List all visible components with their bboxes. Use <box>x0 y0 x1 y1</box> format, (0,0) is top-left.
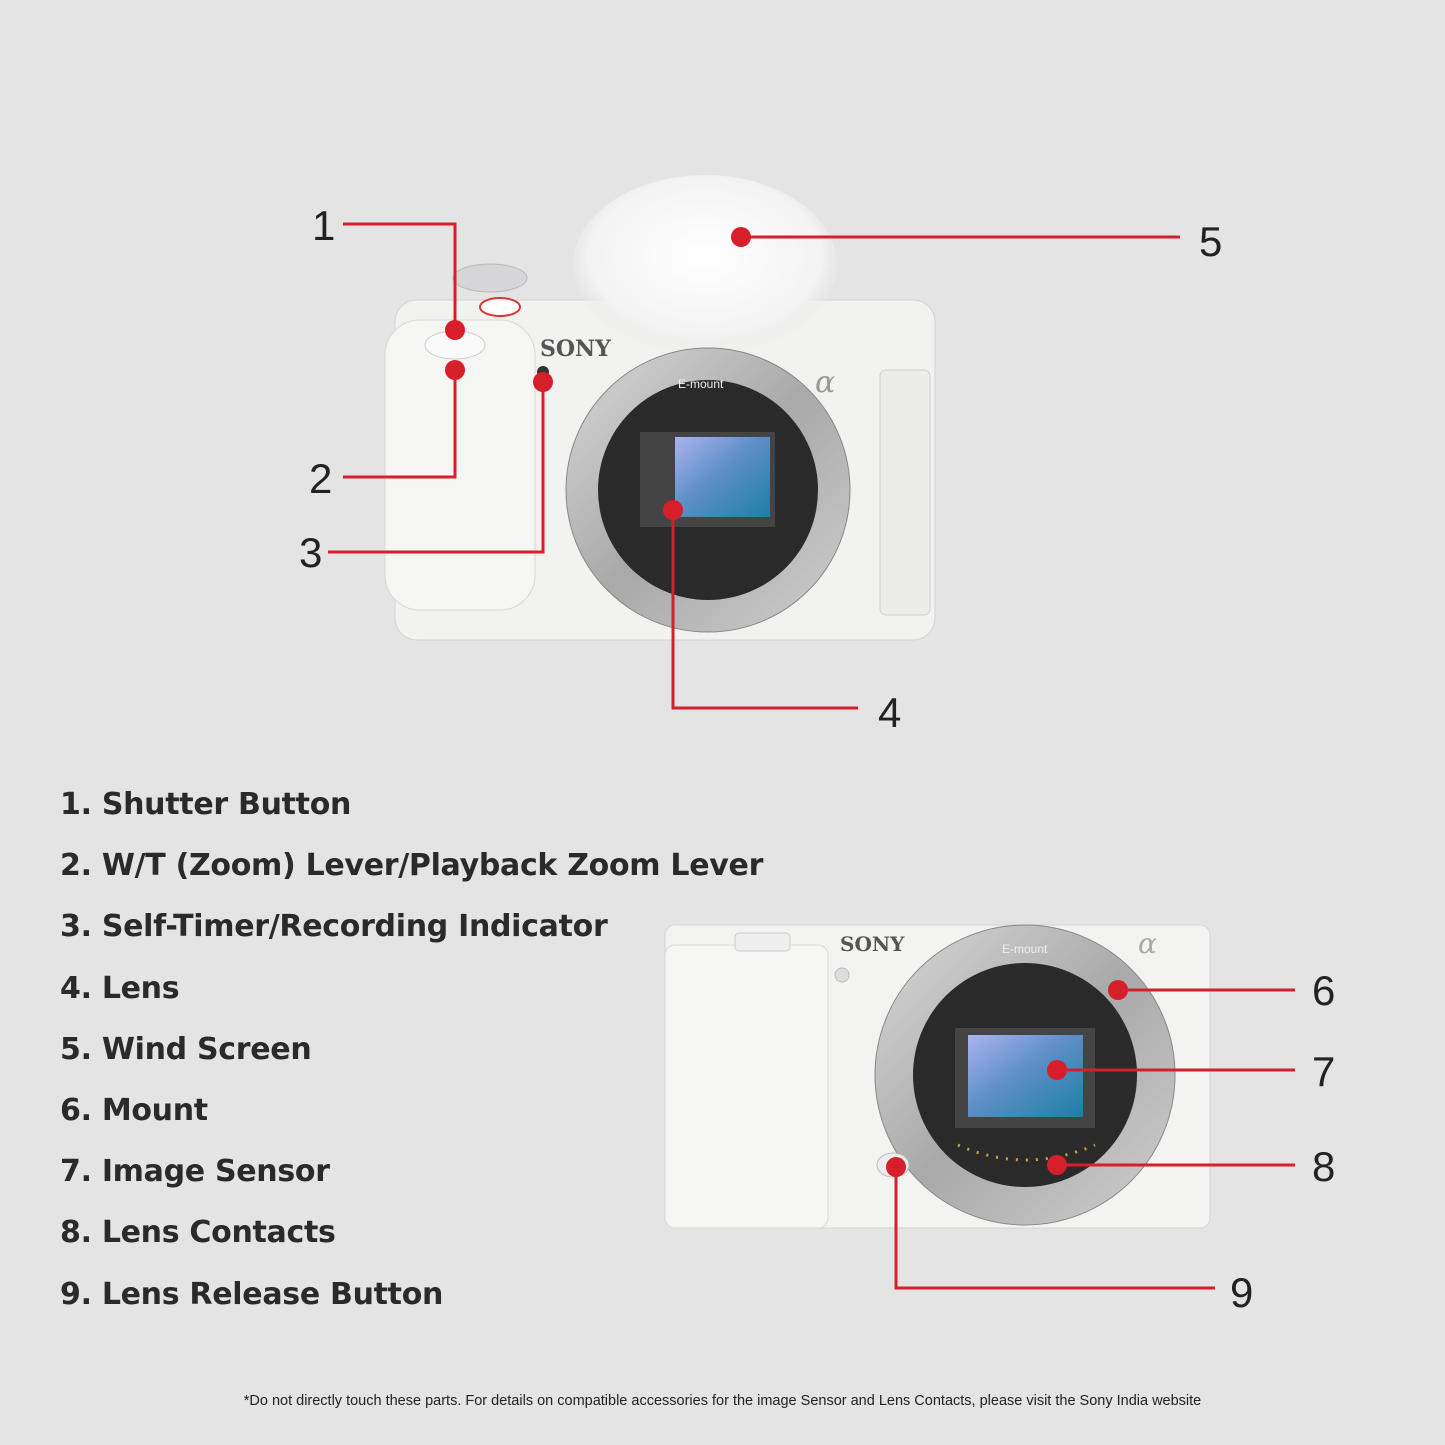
callout-dot-3 <box>533 372 553 392</box>
grip <box>384 319 536 611</box>
callout-lines <box>328 222 1295 1290</box>
record-button <box>479 297 521 317</box>
callout-number-1: 1 <box>312 202 335 249</box>
callout-dot-1 <box>445 320 465 340</box>
legend-item: 2. W/T (Zoom) Lever/Playback Zoom Lever <box>60 848 764 884</box>
legend-item: 9. Lens Release Button <box>60 1276 444 1312</box>
bottom-camera: SONY α E-mount <box>664 924 1211 1229</box>
legend-item: 3. Self-Timer/Recording Indicator <box>60 909 608 945</box>
mode-dial <box>452 263 528 293</box>
image-sensor <box>968 1035 1083 1117</box>
legend-item: 1. Shutter Button <box>60 787 352 822</box>
callout-number-8: 8 <box>1312 1143 1335 1190</box>
mount-label: E-mount <box>1002 942 1048 956</box>
side-screen <box>879 369 931 616</box>
wind-screen <box>573 175 837 355</box>
callout-number-5: 5 <box>1199 218 1222 265</box>
legend-item: 7. Image Sensor <box>60 1154 330 1190</box>
callout-number-6: 6 <box>1312 967 1335 1014</box>
callout-number-2: 2 <box>309 455 332 502</box>
mount-label: E-mount <box>678 377 724 391</box>
callout-number-9: 9 <box>1230 1269 1253 1316</box>
alpha-logo: α <box>815 365 835 400</box>
legend-item: 6. Mount <box>60 1092 208 1128</box>
callout-dot-6 <box>1108 980 1128 1000</box>
legend-item: 4. Lens <box>60 970 180 1006</box>
callout-number-4: 4 <box>878 689 901 736</box>
callout-dot-5 <box>731 227 751 247</box>
brand-logo: SONY <box>540 336 611 362</box>
image-sensor <box>675 437 770 517</box>
footer-note: *Do not directly touch these parts. For … <box>243 1393 1202 1409</box>
callout-dot-8 <box>1047 1155 1067 1175</box>
callout-number-7: 7 <box>1312 1048 1335 1095</box>
brand-logo: SONY <box>840 932 905 956</box>
legend-item: 5. Wind Screen <box>60 1031 312 1067</box>
callout-number-3: 3 <box>299 529 322 576</box>
legend-item: 8. Lens Contacts <box>60 1215 336 1251</box>
top-camera: SONY α E-mount <box>384 175 936 641</box>
alpha-logo: α <box>1138 927 1157 960</box>
callout-dot-4 <box>663 500 683 520</box>
callout-dot-2 <box>445 360 465 380</box>
callout-dot-7 <box>1047 1060 1067 1080</box>
parts-legend: 1. Shutter Button 2. W/T (Zoom) Lever/Pl… <box>60 784 763 1335</box>
callout-dot-9 <box>886 1157 906 1177</box>
